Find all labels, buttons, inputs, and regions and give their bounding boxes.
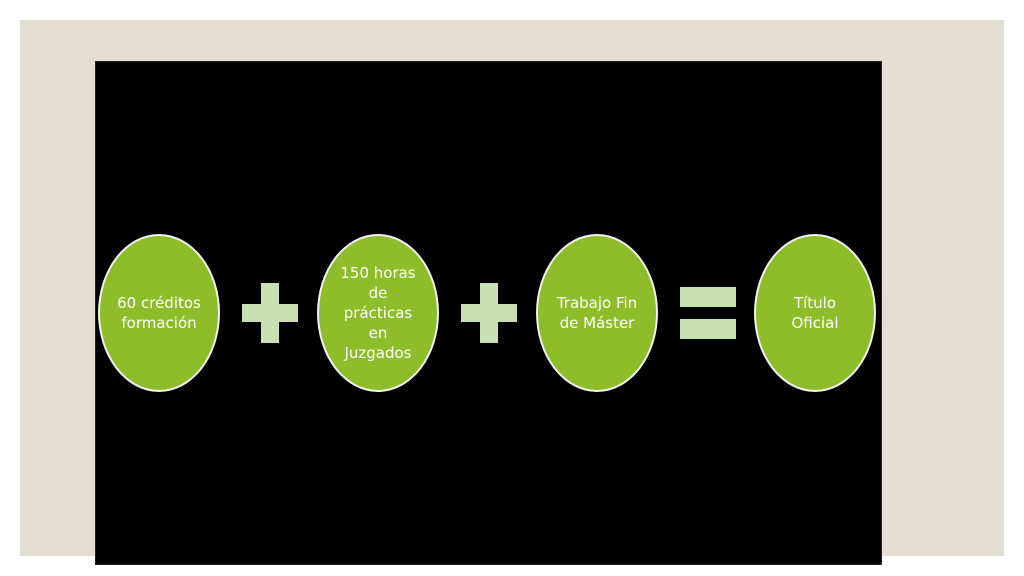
node-creditos: 60 créditos formación [98, 234, 220, 392]
plus-icon [242, 281, 298, 345]
equals-icon [680, 281, 736, 345]
node-label: 150 horas de prácticas en Juzgados [340, 264, 416, 362]
node-label: Trabajo Fin de Máster [556, 294, 638, 332]
node-tfm: Trabajo Fin de Máster [536, 234, 658, 392]
slide-canvas: 60 créditos formación 150 horas de práct… [96, 62, 881, 564]
node-label: 60 créditos formación [117, 294, 201, 332]
node-label: Título Oficial [791, 294, 839, 332]
plus-icon [461, 281, 517, 345]
node-practicas: 150 horas de prácticas en Juzgados [317, 234, 439, 392]
node-titulo: Título Oficial [754, 234, 876, 392]
